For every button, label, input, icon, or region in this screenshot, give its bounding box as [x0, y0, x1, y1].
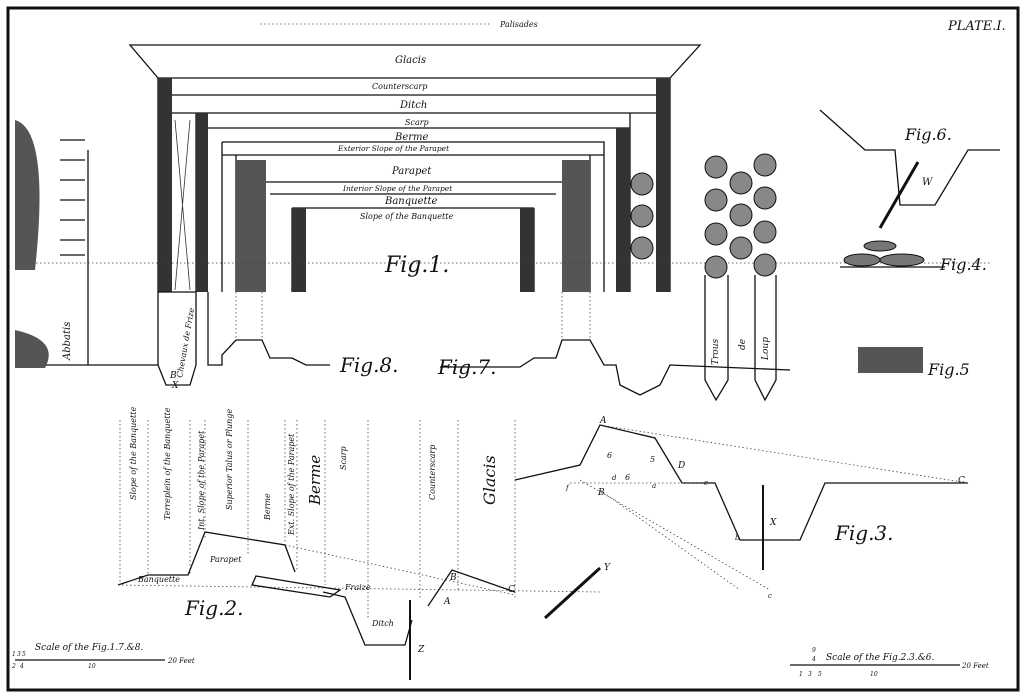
fig3-num-6a: 6	[607, 451, 612, 460]
band-slope-banquette: Slope of the Banquette	[360, 212, 453, 221]
fig8-letter-x: X	[171, 381, 179, 391]
plate-border	[6, 6, 1020, 692]
fig2-label: Fig.2.	[184, 596, 244, 620]
band-interior-slope: Interior Slope of the Parapet	[342, 184, 453, 193]
col-glacis: Glacis	[480, 455, 499, 505]
fig3-letter-c: C	[958, 476, 965, 486]
scale-left-label: Scale of the Fig.1.7.&8.	[35, 643, 144, 653]
fig2-letter-b: B	[449, 573, 457, 583]
trous-label: Trous	[711, 338, 721, 365]
col-scarp: Scarp	[339, 446, 348, 470]
fig2-letter-a: A	[443, 597, 451, 607]
scale-right: Scale of the Fig.2.3.&6. 9 1 3 4 5 10 20…	[790, 647, 989, 678]
col-slope-banquette: Slope of the Banquette	[129, 407, 138, 500]
band-scarp: Scarp	[405, 118, 429, 127]
fig4-label: Fig.4.	[939, 255, 987, 274]
col-ext-slope-parapet: Ext. Slope of the Parapet	[287, 433, 296, 536]
scale-left-tick: 2	[11, 663, 16, 670]
fig3-letter-b-small: b	[735, 534, 740, 542]
band-parapet: Parapet	[391, 166, 432, 177]
scale-right-tick: 9	[812, 647, 816, 654]
band-glacis: Glacis	[395, 55, 426, 66]
scale-left-end: 20 Feet	[167, 657, 195, 665]
part-parapet: Parapet	[209, 555, 242, 564]
band-banquette: Banquette	[384, 196, 438, 207]
scale-right-tick: 5	[818, 671, 822, 678]
scale-right-end: 20 Feet	[961, 662, 989, 670]
fig3-profile	[514, 424, 969, 591]
part-banquette: Banquette	[137, 575, 180, 584]
fig2-letter-y: Y	[604, 563, 611, 573]
fig3-letter-b: B	[597, 488, 605, 498]
scale-right-tick: 10	[870, 671, 878, 678]
fig3-letter-e-small: e	[704, 479, 708, 487]
scale-left-tick: 3	[17, 651, 21, 658]
col-berme: Berme	[306, 455, 324, 506]
scale-right-label: Scale of the Fig.2.3.&6.	[826, 653, 935, 663]
fig3-letter-d-small: d	[612, 474, 617, 482]
band-exterior-slope: Exterior Slope of the Parapet	[337, 144, 450, 153]
fig3-num-6b: 6	[625, 473, 630, 482]
palisades-label: Palisades	[499, 20, 538, 29]
fig2-profile	[117, 420, 602, 680]
fig8-letter-b: B	[169, 371, 177, 381]
fig6-drawing	[819, 109, 1000, 206]
fig3-letter-a-small: a	[652, 482, 656, 490]
scale-left-tick: 4	[19, 663, 24, 670]
fig7-label: Fig.7.	[437, 355, 497, 379]
scale-right-tick: 3	[808, 671, 812, 678]
fig3-letter-x: X	[769, 518, 777, 528]
col-superior-talus: Superior Talus or Plunge	[225, 409, 234, 510]
part-fraize: Fraize	[344, 583, 371, 592]
fig3-letter-f-small: f	[565, 484, 570, 492]
col-terreplein: Terreplein of the Banquette	[163, 407, 172, 520]
fig3-label: Fig.3.	[834, 521, 894, 545]
fig1-plan	[128, 44, 702, 292]
fig6-stake	[878, 161, 920, 229]
de-label: de	[738, 339, 748, 350]
fig2-letter-z: Z	[417, 645, 425, 655]
fig6-label: Fig.6.	[904, 125, 952, 144]
part-ditch: Ditch	[371, 619, 394, 628]
fig3-letter-a: A	[599, 416, 607, 426]
fig6-letter-w: W	[922, 177, 933, 188]
fig8-label: Fig.8.	[339, 353, 399, 377]
band-counterscarp: Counterscarp	[372, 82, 427, 91]
plate-number: PLATE.I.	[947, 19, 1006, 34]
trous-de-loup-plan	[630, 153, 777, 279]
scale-left: Scale of the Fig.1.7.&8. 1 3 5 2 4 10 20…	[11, 643, 195, 670]
chevaux-label: Chevaux de Frize	[175, 307, 196, 379]
fig3-num-5: 5	[650, 455, 655, 464]
loup-label: Loup	[761, 337, 771, 361]
scale-left-tick: 10	[88, 663, 96, 670]
fig3-letter-c-small: c	[768, 592, 772, 600]
fig1-label: Fig.1.	[384, 253, 449, 278]
band-ditch: Ditch	[399, 100, 427, 111]
scale-right-tick: 1	[799, 671, 803, 678]
fig5-gabions	[858, 347, 923, 373]
trous-de-loup-section	[704, 275, 777, 402]
col-ext-slope: Berme	[263, 493, 272, 521]
abbatis-label: Abbatis	[62, 322, 73, 361]
fig5-label: Fig.5	[927, 360, 970, 379]
col-int-slope: Int. Slope of the Parapet	[197, 430, 206, 531]
scale-right-tick: 4	[811, 656, 816, 663]
band-berme: Berme	[394, 132, 429, 143]
scale-left-tick: 1	[12, 651, 16, 658]
scale-left-tick: 5	[22, 651, 26, 658]
fig2-letter-c: C	[508, 585, 515, 595]
profile-section	[15, 120, 791, 396]
col-counterscarp: Counterscarp	[428, 445, 437, 500]
fig4-fascines	[843, 240, 925, 267]
fig3-letter-d: D	[677, 461, 685, 471]
